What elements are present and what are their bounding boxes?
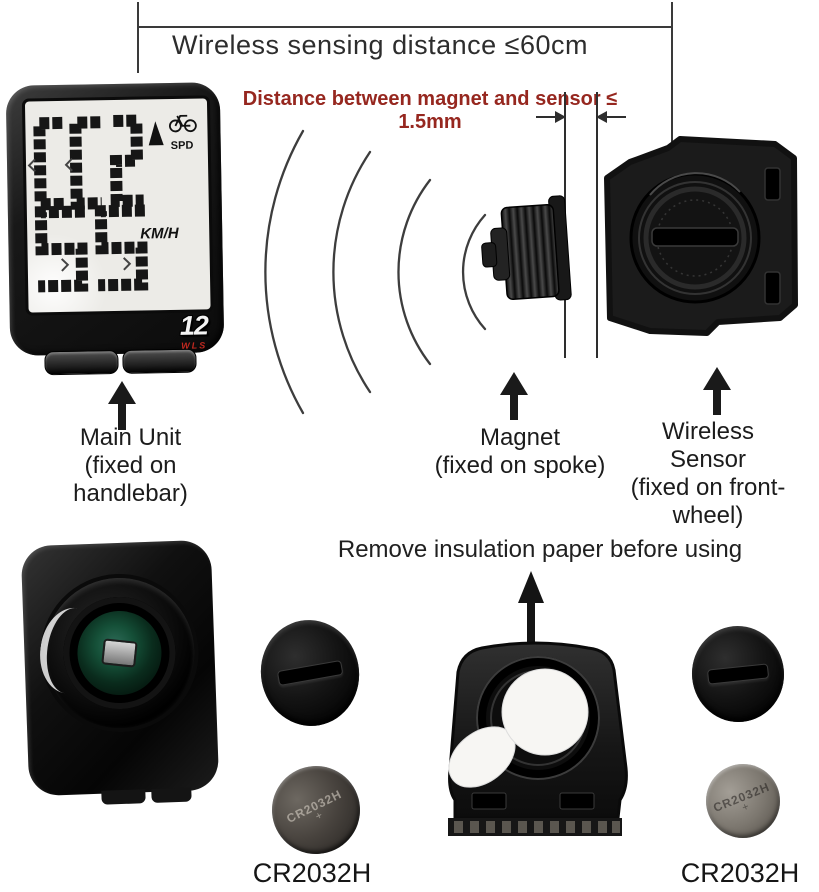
battery-plus-mark-right: + [740,800,751,815]
battery-model-label-right: CR2032H [680,858,800,888]
magnet-distance-note: Distance between magnet and sensor ≤ 1.5… [242,88,618,133]
sensing-distance-title: Wireless sensing distance ≤60cm [172,30,588,60]
battery-model-label-left: CR2032H [252,858,372,888]
battery-engraving-right: CR2032H [711,779,772,815]
wireless-sensor-label-line3: (fixed on front-wheel) [630,474,786,529]
battery-cover-slot [651,227,739,247]
wireless-sensor-label-line1: Wireless [661,418,754,445]
battery-cover-slot-left [276,659,344,687]
insulation-paper-title: Remove insulation paper before using [337,536,743,563]
wireless-sensor-label: Wireless Sensor (fixed on front-wheel) [597,418,819,530]
battery-compartment-ring [34,575,198,731]
bike-icon [168,114,197,133]
magnet-label: Magnet (fixed on spoke) [425,424,615,480]
sensor-strap-slot-top [764,167,781,201]
wireless-sensor-label-line2: Sensor [669,446,747,473]
sensor-bottom-view [448,571,628,836]
pull-out-arrow-icon [518,571,544,664]
left-arrowhead-icon [596,111,607,123]
main-unit-label: Main Unit (fixed on handlebar) [33,424,228,508]
lcd-unit-text: KM/H [140,225,180,243]
sensor-bottom-slot-right [559,792,595,810]
pointer-arrows [108,367,731,430]
battery-cover-slot-right [706,663,770,685]
mount-tab-right [151,787,192,803]
up-triangle-icon [148,121,164,146]
main-unit-front-view: SPD KM/H 12 WLS [5,82,225,376]
battery-contact [101,638,138,668]
lcd-bottom-digits [34,204,149,293]
zip-tie-teeth [448,818,622,836]
lcd-segment-marks [27,158,132,272]
up-arrow-icon-main-unit [108,381,136,430]
lcd-display-graphics: SPD KM/H [27,114,197,293]
battery-compartment-core [76,609,163,697]
up-arrow-icon-sensor [703,367,731,415]
lcd-screen: SPD KM/H [21,95,214,316]
right-arrowhead-icon [555,111,566,123]
main-unit-back-view [20,539,220,805]
main-unit-label-line2: (fixed on handlebar) [73,452,188,507]
lcd-speed-digit [109,114,144,208]
sensing-distance-dimension-lines [137,2,673,162]
magnet-label-line1: Magnet [479,424,561,451]
magnet-label-line2: (fixed on spoke) [434,452,606,479]
mount-tab-left [101,789,146,805]
battery-plus-mark-left: + [313,809,325,824]
insulation-paper [448,668,589,788]
main-unit-label-line1: Main Unit [79,424,182,451]
wireless-sensor-illustration [604,136,798,336]
lcd-mode-text: SPD [171,140,194,152]
battery-engraving-left: CR2032H [284,787,345,826]
lcd-top-digits [33,114,144,211]
up-arrow-icon-magnet [500,372,528,420]
sensor-strap-slot-bottom [764,271,781,305]
battery-compartment-inner-ring [61,595,178,711]
sensor-bottom-slot-left [471,792,507,810]
magnet-illustration [481,195,572,301]
signal-waves [264,129,487,415]
